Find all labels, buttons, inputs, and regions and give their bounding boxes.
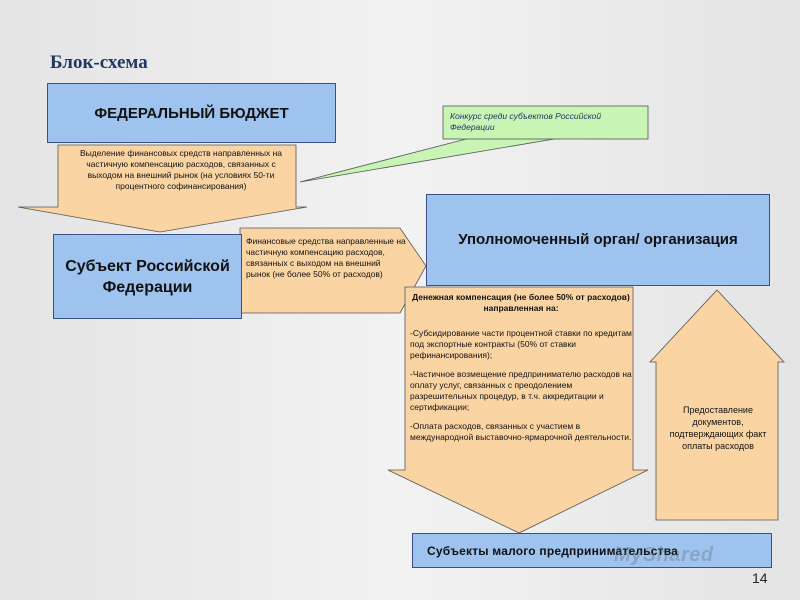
arrow-budget-to-subject — [17, 144, 308, 233]
slide-title: Блок-схема — [50, 52, 148, 73]
watermark-logo: MyShared — [614, 544, 714, 566]
authorized-body-box: Уполномоченный орган/ организация — [426, 194, 770, 286]
compensation-item: -Частичное возмещение предпринимателю ра… — [410, 369, 632, 412]
subject-rf-box: Субъект Российской Федерации — [53, 234, 242, 319]
callout-pointer — [299, 137, 561, 183]
page-number: 14 — [752, 570, 768, 586]
compensation-item: -Оплата расходов, связанных с участием в… — [410, 421, 632, 442]
competition-callout — [442, 105, 649, 140]
arrow-compensation — [387, 286, 649, 534]
arrow-subject-to-authorized-text: Финансовые средства направленные на част… — [246, 236, 406, 279]
federal-budget-box: ФЕДЕРАЛЬНЫЙ БЮДЖЕТ — [47, 83, 336, 143]
arrow-budget-to-subject-text: Выделение финансовых средств направленны… — [79, 148, 283, 191]
arrow-documents — [649, 289, 785, 521]
arrow-documents-text: Предоставление документов, подтверждающи… — [669, 405, 767, 451]
competition-callout-text: Конкурс среди субъектов Российской Федер… — [450, 111, 602, 132]
compensation-list: -Субсидирование части процентной ставки … — [410, 328, 632, 451]
small-business-box: Субъекты малого предпринимательства — [412, 533, 772, 568]
compensation-item: -Субсидирование части процентной ставки … — [410, 328, 632, 360]
compensation-title: Денежная компенсация (не более 50% от ра… — [412, 292, 630, 313]
